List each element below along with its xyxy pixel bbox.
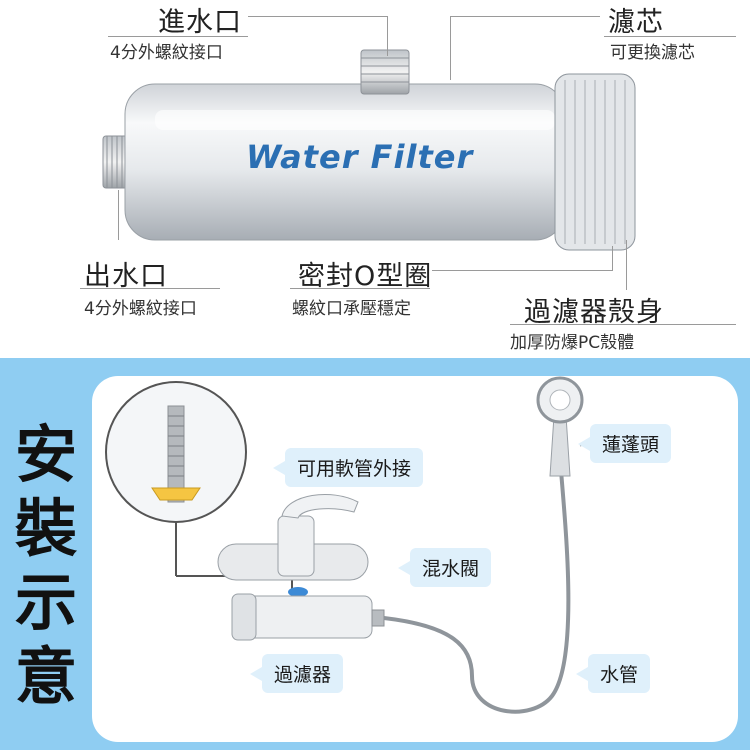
heading-char: 裝 bbox=[14, 492, 77, 565]
inlet-leader-vertical bbox=[387, 16, 388, 56]
inlet-leader bbox=[248, 16, 388, 17]
brand-label: Water Filter bbox=[246, 138, 474, 176]
seal-subtitle: 螺紋口承壓穩定 bbox=[292, 299, 411, 319]
outlet-divider bbox=[80, 288, 220, 289]
cartridge-title: 濾芯 bbox=[608, 7, 664, 38]
heading-char: 安 bbox=[14, 418, 77, 491]
seal-divider bbox=[290, 288, 430, 289]
heading-char: 示 bbox=[14, 566, 77, 639]
seal-leader-vertical bbox=[612, 246, 613, 271]
cartridge-leader-vertical bbox=[450, 16, 451, 80]
tag-hose: 可用軟管外接 bbox=[272, 448, 424, 487]
tag-shower-head: 蓮蓬頭 bbox=[577, 424, 672, 463]
housing-leader bbox=[626, 240, 627, 290]
outlet-leader bbox=[118, 190, 119, 240]
cartridge-leader bbox=[450, 16, 600, 17]
outlet-title: 出水口 bbox=[84, 261, 168, 292]
housing-divider bbox=[510, 324, 736, 325]
housing-subtitle: 加厚防爆PC殼體 bbox=[510, 333, 635, 353]
installation-illustration bbox=[105, 376, 605, 714]
tag-mixer-valve: 混水閥 bbox=[397, 548, 492, 587]
inlet-divider bbox=[108, 36, 248, 37]
seal-title: 密封O型圈 bbox=[298, 261, 433, 292]
inlet-title: 進水口 bbox=[158, 7, 242, 38]
heading-char: 意 bbox=[14, 640, 77, 713]
outlet-subtitle: 4分外螺紋接口 bbox=[84, 299, 197, 319]
seal-leader bbox=[432, 270, 612, 271]
cartridge-subtitle: 可更換濾芯 bbox=[610, 43, 695, 63]
installation-heading: 安 裝 示 意 bbox=[14, 418, 78, 714]
filter-illustration bbox=[102, 49, 636, 251]
tag-water-pipe: 水管 bbox=[575, 654, 651, 693]
housing-title: 過濾器殼身 bbox=[524, 297, 664, 328]
inlet-subtitle: 4分外螺紋接口 bbox=[110, 43, 223, 63]
tag-filter: 過濾器 bbox=[249, 654, 344, 693]
cartridge-divider bbox=[604, 36, 736, 37]
product-diagram-section: Water Filter 進水口 4分外螺紋接口 濾芯 可更換濾芯 出水口 4分… bbox=[0, 0, 750, 358]
water-pipe bbox=[383, 455, 571, 714]
